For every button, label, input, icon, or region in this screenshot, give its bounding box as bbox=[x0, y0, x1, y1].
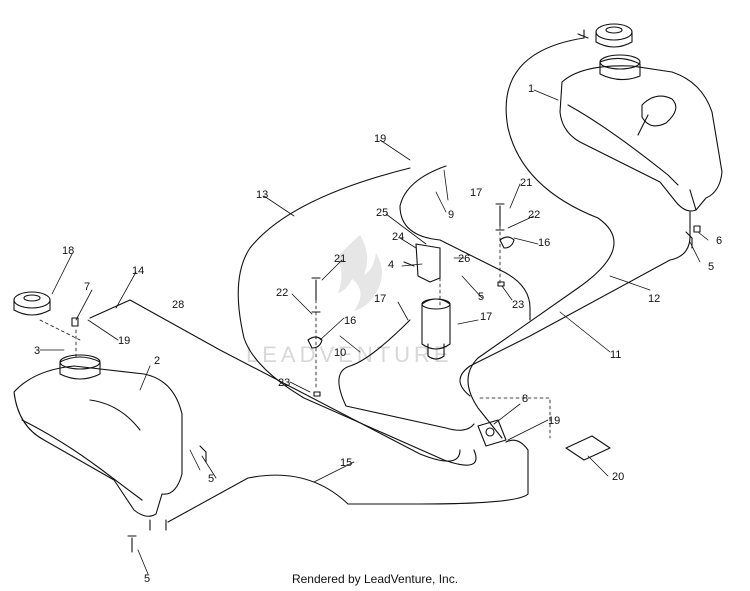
callout-19a: 19 bbox=[374, 133, 386, 145]
callout-17b: 17 bbox=[374, 293, 386, 305]
grommet-7 bbox=[71, 317, 79, 327]
grommet-6 bbox=[693, 225, 701, 233]
callout-18: 18 bbox=[62, 245, 74, 257]
bolt-5-left bbox=[199, 445, 207, 463]
callout-14: 14 bbox=[132, 265, 144, 277]
callout-21b: 21 bbox=[334, 253, 346, 265]
nut-23-lower bbox=[313, 391, 321, 397]
fitting-right-cap-vent bbox=[577, 29, 589, 39]
watermark: LEADVENTURE bbox=[246, 235, 453, 367]
callout-2: 2 bbox=[154, 355, 160, 367]
callout-22a: 22 bbox=[528, 209, 540, 221]
callout-7: 7 bbox=[84, 281, 90, 293]
fuel-line-9 bbox=[399, 165, 531, 321]
callout-24: 24 bbox=[392, 231, 404, 243]
fuel-line-13 bbox=[237, 167, 477, 466]
fuel-tank-right bbox=[559, 54, 723, 212]
callout-10: 10 bbox=[334, 347, 346, 359]
fuel-line-14 bbox=[89, 299, 461, 462]
callout-16a: 16 bbox=[538, 237, 550, 249]
fuel-line-15 bbox=[167, 439, 529, 523]
callout-17c: 17 bbox=[480, 311, 492, 323]
watermark-flame-logo bbox=[336, 235, 382, 311]
callout-8: 8 bbox=[522, 393, 528, 405]
bolt-5-bottom bbox=[127, 535, 137, 553]
leader-lines bbox=[39, 89, 709, 575]
callout-19b: 19 bbox=[118, 335, 130, 347]
callout-16b: 16 bbox=[344, 315, 356, 327]
fuel-line-11 bbox=[467, 37, 615, 439]
callout-13: 13 bbox=[256, 189, 268, 201]
callout-17a: 17 bbox=[470, 187, 482, 199]
fuel-cap-right bbox=[595, 23, 633, 48]
callout-25: 25 bbox=[376, 207, 388, 219]
bolt-5-right bbox=[685, 231, 693, 249]
callout-9: 9 bbox=[448, 209, 454, 221]
callout-23b: 23 bbox=[278, 377, 290, 389]
fuel-line-10 bbox=[338, 319, 475, 431]
callout-5b: 5 bbox=[208, 473, 214, 485]
bolt-21-lower bbox=[311, 277, 321, 301]
bolt-21-upper bbox=[495, 203, 505, 227]
callout-5a: 5 bbox=[708, 261, 714, 273]
fuel-tank-left bbox=[13, 354, 183, 531]
callout-3: 3 bbox=[34, 345, 40, 357]
callout-28: 28 bbox=[172, 299, 184, 311]
watermark-text: LEADVENTURE bbox=[246, 342, 453, 367]
callout-26: 26 bbox=[458, 253, 470, 265]
fuel-line-12 bbox=[459, 211, 691, 397]
callout-15: 15 bbox=[340, 457, 352, 469]
callout-22b: 22 bbox=[276, 287, 288, 299]
callout-labels: 1 2 3 5 5 5 6 7 8 9 10 11 12 13 14 15 16… bbox=[34, 83, 722, 585]
hose-clamp-upper bbox=[499, 236, 515, 249]
callout-21a: 21 bbox=[520, 177, 532, 189]
callout-19c: 19 bbox=[548, 415, 560, 427]
hose-clamp-lower bbox=[307, 336, 323, 349]
fuel-valve bbox=[477, 419, 507, 447]
callout-5c: 5 bbox=[144, 573, 150, 585]
dashed-mount-lines bbox=[39, 225, 551, 439]
callout-11: 11 bbox=[610, 349, 621, 361]
callout-4: 4 bbox=[388, 259, 394, 271]
footer-credit: Rendered by LeadVenture, Inc. bbox=[291, 572, 459, 586]
callout-12: 12 bbox=[648, 293, 660, 305]
nut-23-upper bbox=[497, 281, 505, 287]
callout-23a: 23 bbox=[512, 299, 524, 311]
fuel-cap-left bbox=[13, 291, 51, 316]
callout-5d: 5 bbox=[478, 291, 484, 303]
callout-20: 20 bbox=[612, 471, 624, 483]
callout-1: 1 bbox=[528, 83, 534, 95]
fuel-filter bbox=[421, 298, 451, 360]
callout-6: 6 bbox=[716, 235, 722, 247]
filter-bracket bbox=[415, 243, 441, 283]
decal-plate bbox=[565, 435, 611, 461]
